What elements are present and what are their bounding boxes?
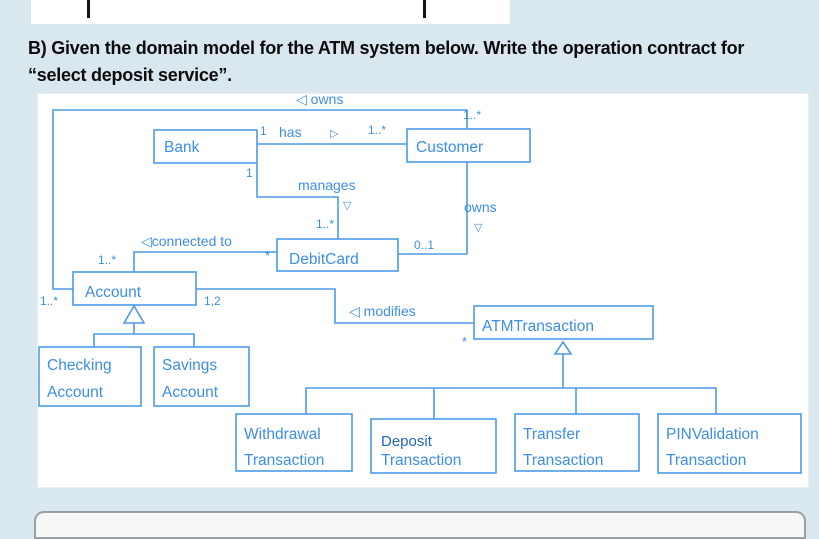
multiplicity-owns-account: 1..* — [40, 294, 58, 308]
class-box-customer — [406, 128, 531, 163]
association-label-connected-to: ◁connected to — [141, 233, 232, 249]
account-generalization-lines — [93, 323, 195, 347]
atmtransaction-generalization-arrow — [553, 340, 573, 355]
class-box-savings-account — [153, 346, 250, 407]
class-label-bank: Bank — [164, 139, 200, 156]
multiplicity-manages-bank: 1 — [246, 166, 253, 180]
class-label-pin-line1: PINValidation — [666, 426, 759, 443]
class-box-account — [72, 271, 197, 306]
class-label-account: Account — [85, 284, 142, 301]
association-label-manages: manages — [298, 177, 356, 193]
owns-association-line — [52, 109, 468, 290]
class-label-withdrawal-line2: Transaction — [244, 452, 324, 469]
association-label-owns-top: ◁ owns — [296, 94, 343, 107]
page: { "page": { "background_color": "#d9e7ee… — [28, 0, 809, 539]
class-label-deposit-line2: Transaction — [381, 452, 461, 469]
class-box-withdrawal-transaction — [235, 413, 353, 472]
class-label-atmtransaction: ATMTransaction — [482, 318, 594, 335]
class-box-debitcard — [276, 238, 399, 272]
class-label-savings-line1: Savings — [162, 357, 217, 374]
multiplicity-modifies-atm: * — [462, 334, 467, 349]
class-box-transfer-transaction — [514, 413, 640, 472]
class-label-pin-line2: Transaction — [666, 452, 746, 469]
class-label-savings-line2: Account — [162, 384, 219, 401]
class-label-transfer-line1: Transfer — [523, 426, 580, 443]
question-heading-line2: “select deposit service”. — [28, 65, 232, 85]
atmtransaction-generalization-lines — [305, 354, 717, 419]
class-box-deposit-transaction — [370, 418, 497, 474]
class-box-bank — [153, 129, 258, 164]
class-label-deposit-line1: Deposit — [381, 433, 433, 450]
class-box-checking-account — [38, 346, 142, 407]
tick-mark — [87, 0, 90, 18]
multiplicity-owns-card: 0..1 — [414, 238, 434, 252]
question-heading-line1: B) Given the domain model for the ATM sy… — [28, 38, 745, 58]
multiplicity-has-bank: 1 — [260, 124, 267, 138]
multiplicity-owns-customer: 1..* — [463, 108, 481, 122]
class-box-atmtransaction — [473, 305, 654, 340]
class-label-checking-line2: Account — [47, 384, 104, 401]
manages-direction-icon: ▽ — [343, 200, 352, 212]
class-label-transfer-line2: Transaction — [523, 452, 603, 469]
connected-to-association-line — [133, 251, 277, 272]
uml-diagram: Bank Customer DebitCard Account ATMTrans… — [38, 94, 802, 474]
manages-association-line — [256, 163, 339, 239]
question-heading: B) Given the domain model for the ATM sy… — [28, 35, 808, 89]
multiplicity-manages-card: 1..* — [316, 217, 334, 231]
owns-card-direction-icon: ▽ — [474, 222, 483, 234]
class-box-pinvalidation-transaction — [657, 413, 802, 474]
domain-model-panel: Bank Customer DebitCard Account ATMTrans… — [37, 93, 809, 488]
tick-mark — [423, 0, 426, 18]
association-label-has: has — [279, 124, 302, 140]
class-label-withdrawal-line1: Withdrawal — [244, 426, 321, 443]
association-label-modifies: ◁ modifies — [349, 303, 416, 319]
multiplicity-connected-card: * — [265, 248, 270, 263]
multiplicity-connected-account: 1..* — [98, 253, 116, 267]
owns-debitcard-association-line — [398, 162, 468, 255]
next-section-panel — [34, 511, 806, 539]
has-direction-icon: ▷ — [330, 128, 339, 140]
previous-figure-strip — [31, 0, 510, 24]
association-label-owns-card: owns — [464, 199, 497, 215]
multiplicity-has-customer: 1..* — [368, 123, 386, 137]
class-label-debitcard: DebitCard — [289, 251, 359, 268]
class-label-checking-line1: Checking — [47, 357, 112, 374]
modifies-association-line — [196, 288, 474, 324]
class-label-customer: Customer — [416, 139, 483, 156]
account-generalization-arrow — [122, 304, 146, 324]
multiplicity-modifies-account: 1,2 — [204, 294, 221, 308]
